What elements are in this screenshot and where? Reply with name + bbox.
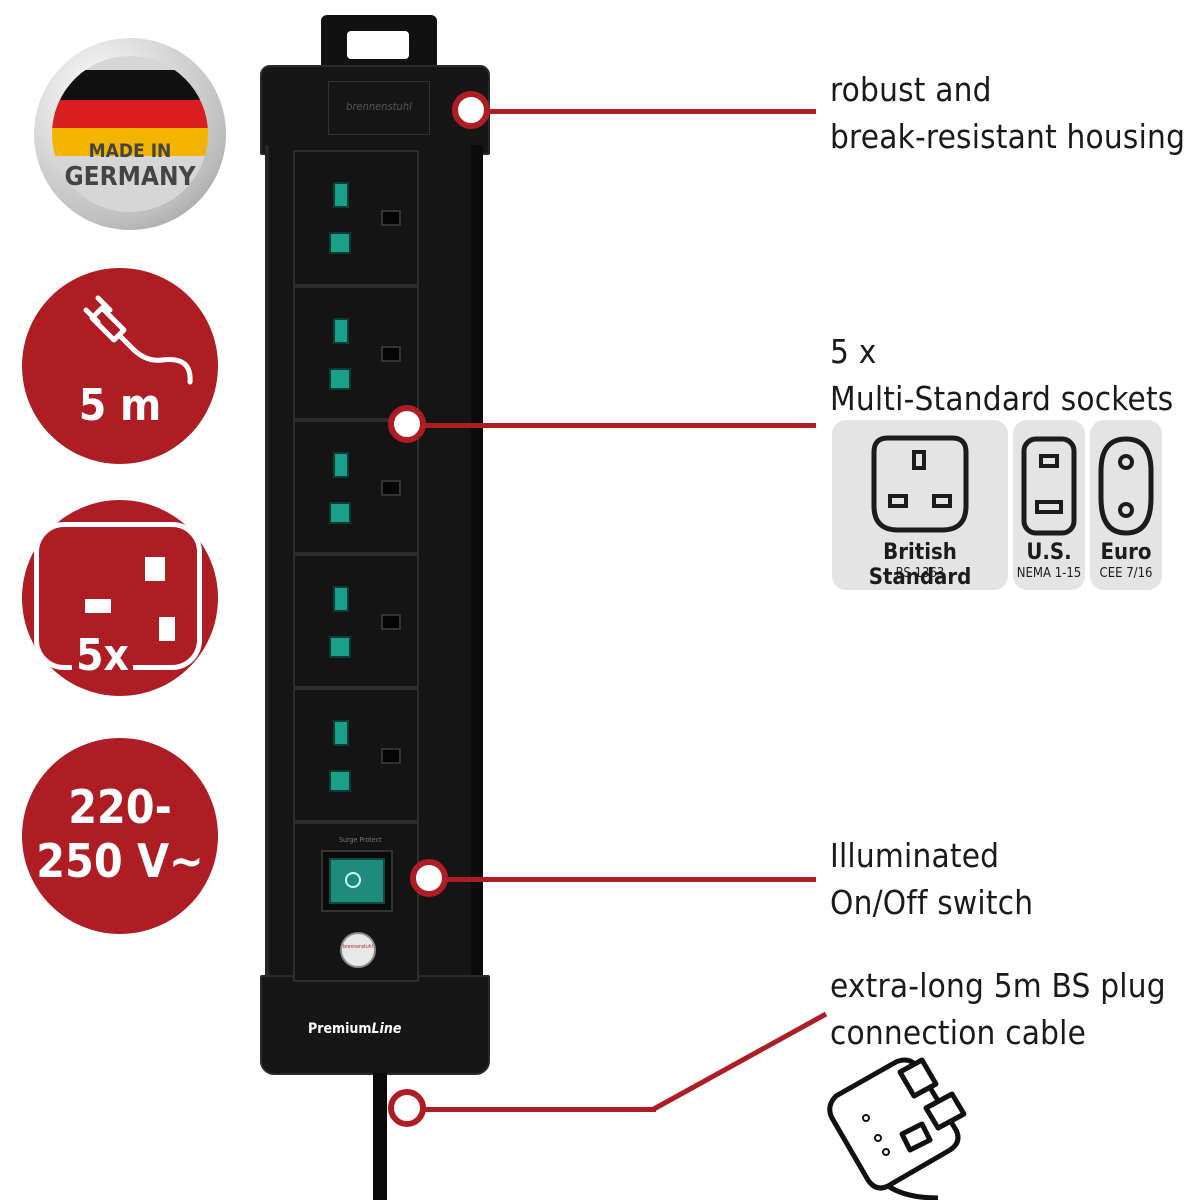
product-line-prefix: Premium [308,1021,372,1037]
brand-logo: brennenstuhl [328,81,430,135]
callout-line-cable-diagonal [650,1011,828,1113]
switch-label: Surge Protect [339,836,382,844]
housing-bottom-cap: PremiumLine [260,975,490,1075]
callout-dot-sockets [388,405,426,443]
voltage-line1: 220- [68,780,172,834]
voltage-line2: 250 V~ [36,834,204,888]
brand-top-text: brennenstuhl [346,100,412,113]
standard-code-euro: CEE 7/16 [1099,566,1153,581]
standard-code-british: BS 1363 [895,566,945,581]
feature-sockets: 5 x Multi-Standard sockets [830,328,1173,422]
feature-sockets-line2: Multi-Standard sockets [830,379,1174,418]
power-cable [373,1073,387,1200]
standard-card-us: U.S. NEMA 1-15 [1013,420,1085,590]
callout-dot-cable [388,1089,426,1127]
plug-cable-icon [83,295,193,385]
socket-2[interactable] [293,286,419,420]
bs-plug-icon [827,1057,967,1200]
socket-1[interactable] [293,150,419,286]
switch-module: Surge Protect brennenstuhl [293,822,419,982]
callout-dot-switch [410,859,448,897]
feature-switch-line2: On/Off switch [830,883,1034,922]
power-icon [329,858,385,904]
standard-card-british: British Standard BS 1363 [832,420,1008,590]
housing-top-cap: brennenstuhl [260,65,490,155]
standard-code-us: NEMA 1-15 [1016,566,1082,581]
product-line-label: PremiumLine [308,1021,401,1037]
callout-line-switch [442,877,816,882]
feature-housing-line1: robust and [830,70,992,109]
made-in-text: MADE IN [88,140,172,162]
feature-switch-line1: Illuminated [830,836,1000,875]
germany-text: GERMANY [64,162,196,192]
feature-cable-line1: extra-long 5m BS plug [830,966,1166,1005]
socket-5[interactable] [293,688,419,822]
callout-dot-housing [452,91,490,129]
brand-seal-icon: brennenstuhl [340,932,376,968]
standard-name-us: U.S. [1026,540,1072,565]
feature-housing-line2: break-resistant housing [830,117,1186,156]
brand-seal-text: brennenstuhl [343,944,373,950]
socket-4[interactable] [293,554,419,688]
cable-length-text: 5 m [78,380,162,431]
euro-plug-icon [1098,436,1154,536]
feature-cable-line2: connection cable [830,1013,1087,1052]
cable-length-badge: 5 m [22,268,218,464]
german-flag-icon [52,56,208,212]
voltage-badge: 220- 250 V~ [22,738,218,934]
uk-plug-icon [871,435,969,533]
callout-line-cable [420,1107,656,1112]
product-line-suffix: Line [371,1021,402,1037]
socket-3[interactable] [293,420,419,554]
standard-name-british: British Standard [868,540,972,590]
callout-line-housing [484,109,816,114]
socket-count-badge: 5x [22,500,218,696]
us-plug-icon [1021,436,1077,536]
standard-name-euro: Euro [1100,540,1152,565]
standard-card-euro: Euro CEE 7/16 [1090,420,1162,590]
callout-line-sockets [420,423,816,428]
feature-housing: robust and break-resistant housing [830,66,1185,160]
made-in-germany-badge: MADE IN GERMANY [34,38,226,230]
socket-count-text: 5x [72,630,134,681]
on-off-switch[interactable] [321,850,393,912]
feature-cable: extra-long 5m BS plug connection cable [830,962,1166,1056]
feature-sockets-line1: 5 x [830,332,877,371]
feature-switch: Illuminated On/Off switch [830,832,1033,926]
